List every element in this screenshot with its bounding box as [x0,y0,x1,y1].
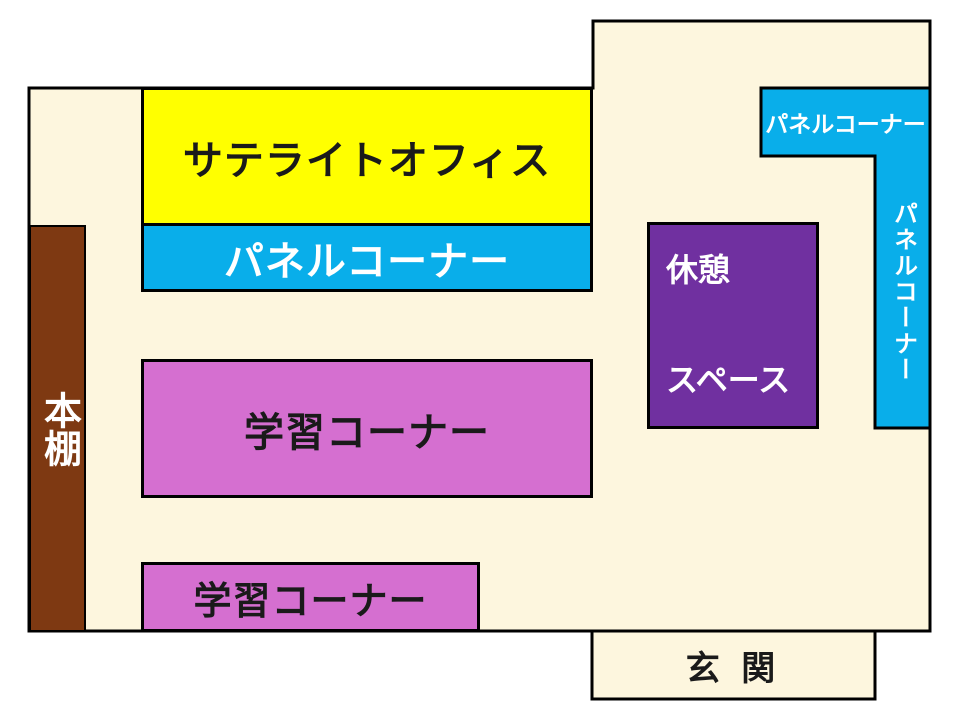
panel-corner-l-shape [759,86,932,430]
panel-corner-main-label: パネルコーナー [223,239,511,284]
panel-corner-top-label-box: パネルコーナー [761,90,930,154]
rest-space-label: 休憩 スペース [650,178,790,472]
study-corner-1-label: 学習コーナー [244,410,490,455]
area-rest-space: 休憩 スペース [647,222,819,429]
panel-corner-side-label-box: パネルコーナー [876,158,930,426]
study-corner-2-label: 学習コーナー [193,580,428,623]
area-study-corner-2: 学習コーナー [141,562,480,632]
area-satellite-office: サテライトオフィス [141,87,593,226]
area-bookshelf: 本棚 [29,225,86,632]
entrance-room-shape [590,629,877,701]
area-panel-corner-main: パネルコーナー [141,223,593,292]
rest-space-label-line2: スペース [666,362,791,399]
area-entrance: 玄 関 [592,632,875,698]
satellite-office-label: サテライトオフィス [182,138,552,183]
panel-corner-side-label: パネルコーナー [889,201,917,383]
area-study-corner-1: 学習コーナー [141,359,593,498]
entrance-label: 玄 関 [685,649,782,688]
rest-space-label-line1: 休憩 [666,251,731,288]
bookshelf-label: 本棚 [37,390,80,467]
panel-corner-top-label: パネルコーナー [765,111,926,137]
